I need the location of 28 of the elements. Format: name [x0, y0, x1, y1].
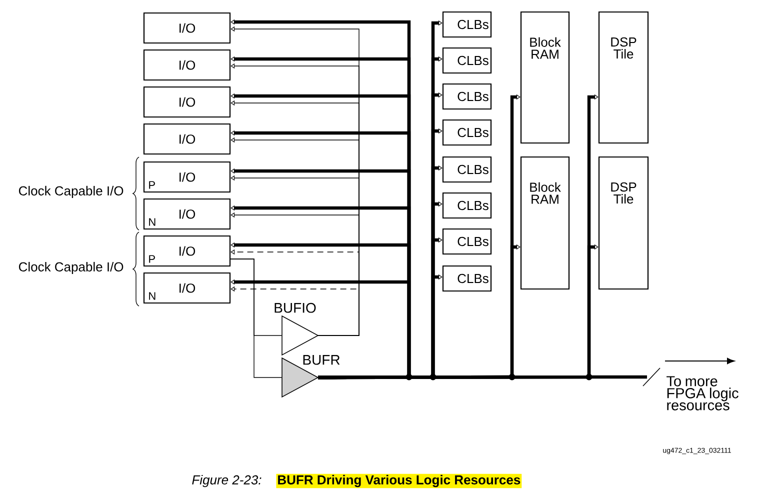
block-ram: Block RAM	[520, 156, 570, 290]
group-label: Clock Capable I/O	[18, 262, 124, 274]
io-block: I/O P	[143, 161, 231, 193]
io-block: I/O	[143, 123, 231, 155]
io-block: I/O	[143, 49, 231, 81]
io-block: I/O	[143, 12, 231, 44]
io-block: I/O N	[143, 272, 231, 304]
clb-block: CLBs	[442, 192, 492, 219]
node-label: BUFIO	[274, 302, 316, 313]
clb-block: CLBs	[442, 265, 492, 292]
caption: BUFR Driving Various Logic Resources	[276, 474, 522, 488]
clb-block: CLBs	[442, 11, 492, 38]
block-ram: Block RAM	[520, 11, 570, 144]
dsp-tile: DSP Tile	[598, 156, 649, 290]
clb-block: CLBs	[442, 83, 492, 110]
group-label: Clock Capable I/O	[18, 186, 124, 198]
io-block: I/O	[143, 86, 231, 118]
clb-block: CLBs	[442, 119, 492, 146]
figure-number: Figure 2-23:	[192, 474, 262, 488]
clb-block: CLBs	[442, 228, 492, 255]
connector	[318, 244, 598, 380]
clb-block: CLBs	[442, 47, 492, 74]
connector	[230, 258, 282, 378]
io-block: I/O P	[143, 235, 231, 267]
note-text: To more FPGA logic resources	[666, 376, 738, 410]
clb-block: CLBs	[442, 156, 492, 183]
io-block: I/O N	[143, 198, 231, 230]
dsp-tile: DSP Tile	[598, 11, 649, 144]
